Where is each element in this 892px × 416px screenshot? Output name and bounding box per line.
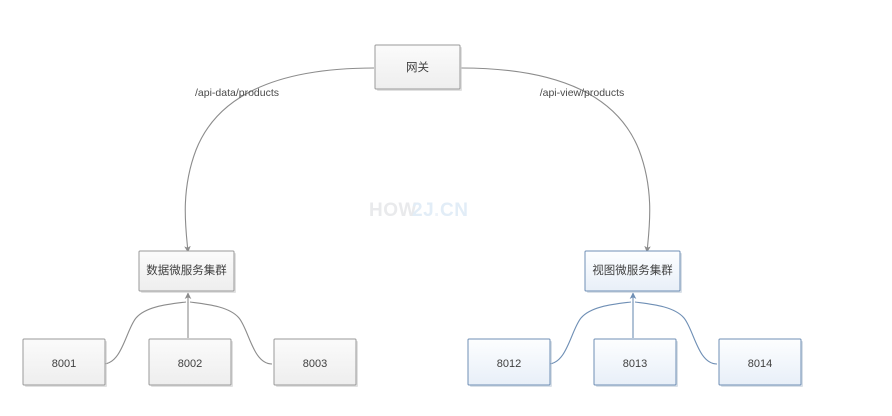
connector-8014 [634,301,718,365]
gateway-label: 网关 [406,60,429,74]
data-instance-8002[interactable]: 8002 [148,338,233,387]
view-cluster-connectors [547,292,718,365]
connector-8003 [189,301,273,365]
data-instance-8001[interactable]: 8001 [22,338,107,387]
data-instance-8003-box[interactable] [273,338,357,386]
edge-data-path [184,67,375,253]
watermark: HOW 2J . CN [369,200,468,221]
data-cluster-box[interactable] [138,250,235,292]
data-instance-8001-label: 8001 [52,358,76,370]
view-cluster-node[interactable]: 视图微服务集群 [584,250,682,293]
view-instance-8012-label: 8012 [497,358,521,370]
data-cluster-node[interactable]: 数据微服务集群 [138,250,236,293]
data-instance-8002-label: 8002 [178,358,202,370]
watermark-dot: . [434,200,439,221]
view-instance-8014[interactable]: 8014 [718,338,803,387]
data-cluster-connectors [102,292,273,365]
connector-8001 [102,301,187,365]
edge-view-path [460,67,651,253]
edge-gateway-to-view-cluster: /api-view/products [460,67,651,253]
gateway-node[interactable]: 网关 [374,44,462,91]
view-instance-8013-box[interactable] [593,338,677,386]
watermark-cn: CN [440,200,468,221]
edge-data-label: /api-data/products [195,87,279,99]
view-instance-8014-box[interactable] [718,338,802,386]
view-cluster-box[interactable] [584,250,681,292]
data-instance-8002-box[interactable] [148,338,232,386]
watermark-2j: 2J [412,200,434,221]
view-instance-8013-label: 8013 [623,358,647,370]
edge-gateway-to-data-cluster: /api-data/products [184,67,375,253]
view-instance-8014-label: 8014 [748,358,772,370]
data-instance-8001-box[interactable] [22,338,106,386]
view-instance-8013[interactable]: 8013 [593,338,678,387]
data-cluster-label: 数据微服务集群 [146,263,227,277]
connector-8012 [547,301,632,365]
gateway-box[interactable] [374,44,461,90]
data-instance-8003-label: 8003 [303,358,327,370]
view-instance-8012[interactable]: 8012 [467,338,552,387]
view-cluster-label: 视图微服务集群 [592,263,673,277]
view-instance-8012-box[interactable] [467,338,551,386]
watermark-how: HOW [369,200,417,221]
edge-view-label: /api-view/products [540,87,625,99]
data-instance-8003[interactable]: 8003 [273,338,358,387]
